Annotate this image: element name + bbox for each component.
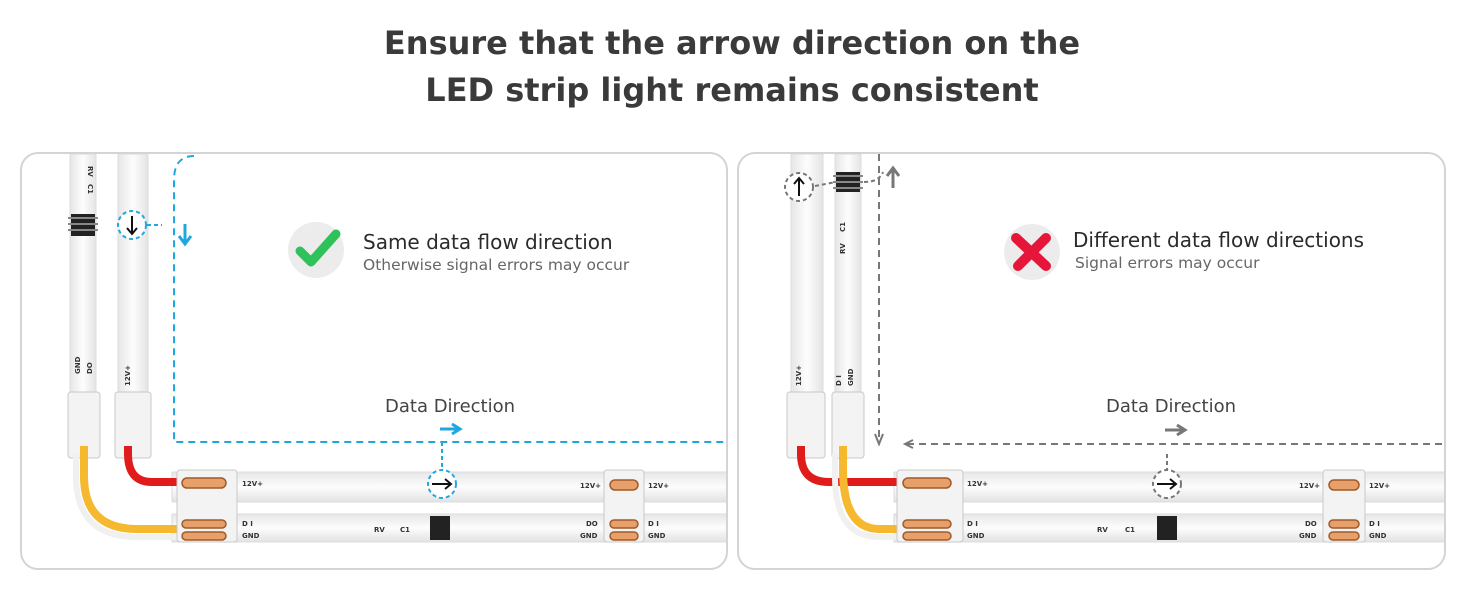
di-label-vertical: D I (835, 375, 843, 386)
arrow-up-icon (793, 176, 805, 196)
v12-label-vertical: 12V+ (124, 365, 132, 386)
gnd-label-right-a: GND (1299, 532, 1317, 540)
v12-label-vertical: 12V+ (795, 365, 803, 386)
incorrect-wiring-diagram: RV C1 12V+ D I GND 12V+ D I GND RV C1 12… (784, 154, 1444, 543)
vertical-connector-right (831, 391, 865, 459)
c1-label-vertical: C1 (839, 222, 847, 232)
cross-mark-icon (1011, 233, 1051, 271)
arrow-right-icon (1165, 423, 1188, 437)
gnd-label-right-a: GND (580, 532, 598, 540)
c1-label-vertical: C1 (86, 184, 94, 194)
gnd-label-corner: GND (242, 532, 260, 540)
status-title: Same data flow direction (363, 230, 613, 254)
v12-label-corner: 12V+ (242, 480, 263, 488)
arrow-down-icon (126, 216, 138, 236)
led-chip-horizontal (1157, 516, 1177, 540)
v12-label-right-a: 12V+ (1299, 482, 1320, 490)
arrow-right-icon (1157, 478, 1178, 490)
vertical-strip-front (117, 154, 149, 405)
do-label-vertical: DO (86, 362, 94, 374)
status-title: Different data flow directions (1073, 228, 1365, 252)
incorrect-wiring-panel: RV C1 12V+ D I GND 12V+ D I GND RV C1 12… (737, 152, 1446, 570)
led-chip-horizontal (430, 516, 450, 540)
di-label-right: D I (1369, 520, 1380, 528)
yellow-wire (839, 446, 904, 533)
c1-label-horizontal: C1 (400, 526, 410, 534)
di-label-corner: D I (967, 520, 978, 528)
vertical-connector-left (786, 391, 826, 459)
arrow-right-icon (432, 478, 453, 490)
v12-label-right-a: 12V+ (580, 482, 601, 490)
v12-label-right-b: 12V+ (648, 482, 669, 490)
gnd-label-right-b: GND (648, 532, 666, 540)
heading-line-1: Ensure that the arrow direction on the (383, 24, 1081, 62)
status-subtitle: Otherwise signal errors may occur (363, 256, 630, 274)
rv-label-vertical: RV (839, 243, 847, 254)
rv-label-horizontal: RV (374, 526, 385, 534)
arrow-right-icon (440, 422, 463, 436)
gnd-label-corner: GND (967, 532, 985, 540)
gnd-label-right-b: GND (1369, 532, 1387, 540)
check-badge (288, 222, 344, 278)
di-label-right: D I (648, 520, 659, 528)
arrow-up-icon (885, 165, 901, 188)
data-direction-label: Data Direction (385, 396, 516, 417)
di-label-corner: D I (242, 520, 253, 528)
rv-label-vertical: RV (86, 166, 94, 177)
yellow-wire (80, 446, 182, 533)
correct-wiring-diagram: RV C1 GND DO 12V+ 12V+ D I GND RV C1 12V… (67, 154, 726, 543)
v12-label-corner: 12V+ (967, 480, 988, 488)
data-direction-label: Data Direction (1106, 396, 1237, 417)
gnd-label-vertical: GND (74, 356, 82, 374)
red-wire (797, 446, 904, 486)
heading-line-2: LED strip light remains consistent (425, 71, 1039, 109)
vertical-connector-right (114, 391, 152, 459)
data-flow-path (173, 155, 726, 443)
do-label-right: DO (586, 520, 598, 528)
check-mark-icon (295, 229, 341, 267)
status-subtitle: Signal errors may occur (1075, 254, 1260, 272)
cross-badge (1004, 224, 1060, 280)
vertical-strip-back (69, 154, 97, 405)
v12-label-right-b: 12V+ (1369, 482, 1390, 490)
rv-label-horizontal: RV (1097, 526, 1108, 534)
arrow-down-icon (177, 224, 193, 247)
do-label-right: DO (1305, 520, 1317, 528)
c1-label-horizontal: C1 (1125, 526, 1135, 534)
correct-wiring-panel: RV C1 GND DO 12V+ 12V+ D I GND RV C1 12V… (20, 152, 728, 570)
red-wire (124, 446, 182, 486)
vertical-strip-back (834, 154, 862, 405)
gnd-label-vertical: GND (847, 368, 855, 386)
